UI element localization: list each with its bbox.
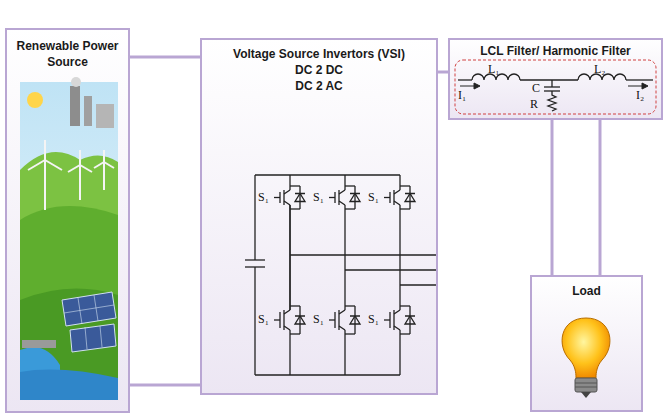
box-title: LCL Filter/ Harmonic Filter (456, 43, 655, 59)
connector-line (551, 120, 554, 275)
switch-label: S₁ (368, 313, 379, 326)
component-label: I₁ (458, 89, 466, 102)
connector-line (130, 384, 200, 387)
switch-label: S₁ (258, 313, 269, 326)
component-label: C (532, 82, 540, 95)
box-subtitle: DC 2 AC (208, 78, 430, 94)
component-label: R (530, 98, 538, 111)
inverter-circuit (245, 175, 437, 375)
renewable-illustration (20, 77, 118, 400)
component-label: L₁ (488, 63, 500, 76)
connector-line (130, 56, 200, 59)
component-label: L₂ (594, 63, 606, 76)
switch-label: S₁ (368, 191, 379, 204)
inverter-box: Voltage Source Invertors (VSI)DC 2 DCDC … (200, 38, 438, 395)
load-box: Load (530, 275, 643, 412)
connector-line (599, 120, 602, 275)
filter-box: LCL Filter/ Harmonic Filter (448, 38, 663, 120)
component-label: I₂ (636, 89, 644, 102)
connector-line (438, 71, 448, 74)
box-title: Voltage Source Invertors (VSI) (208, 46, 430, 62)
switch-label: S₁ (313, 191, 324, 204)
switch-label: S₁ (313, 313, 324, 326)
source-box: Renewable Power Source (5, 28, 130, 413)
switch-label: S₁ (258, 191, 269, 204)
box-subtitle: DC 2 DC (208, 62, 430, 78)
box-title: Renewable Power Source (13, 38, 122, 70)
box-title: Load (538, 283, 635, 299)
lcl-circuit (455, 60, 656, 114)
light-bulb (562, 318, 610, 398)
